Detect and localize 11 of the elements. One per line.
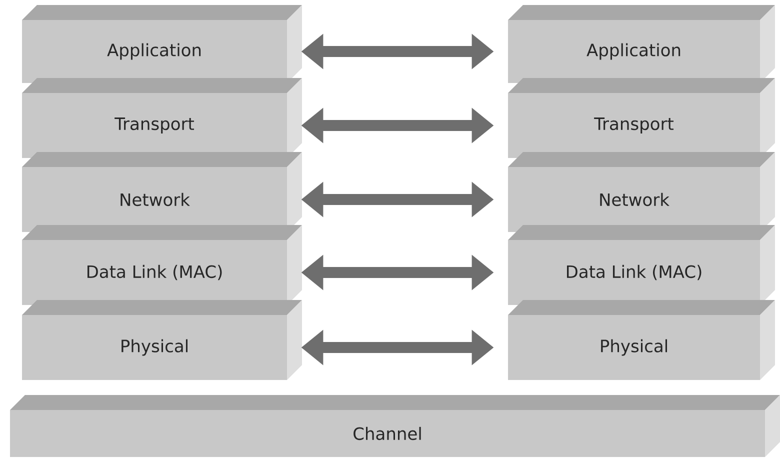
layer-block: Network	[22, 152, 302, 232]
layer-block: Data Link (MAC)	[22, 225, 302, 305]
layer-block: Transport	[508, 78, 775, 158]
layer-block: Application	[508, 5, 775, 83]
layer-block: Transport	[22, 78, 302, 158]
layer-block: Physical	[508, 300, 775, 380]
layer-block: Physical	[22, 300, 302, 380]
layer-block: Network	[508, 152, 775, 232]
layer-block: Channel	[10, 395, 780, 457]
layer-block: Data Link (MAC)	[508, 225, 775, 305]
layer-block: Application	[22, 5, 302, 83]
